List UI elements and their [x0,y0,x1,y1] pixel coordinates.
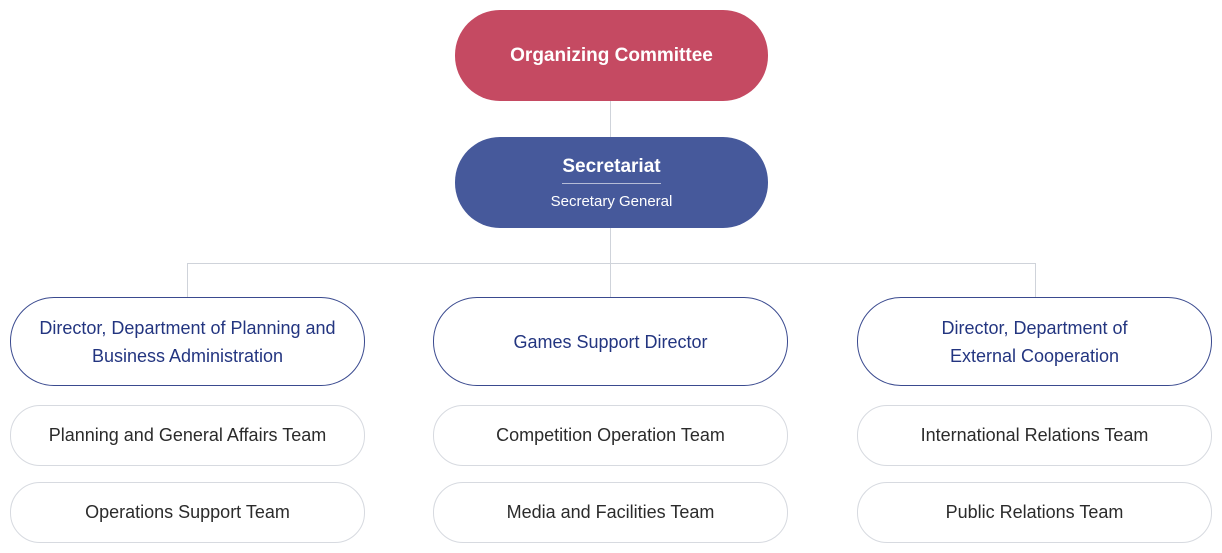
director-games-support-node: Games Support Director [433,297,788,386]
team-label: Operations Support Team [85,502,290,522]
team-media-facilities: Media and Facilities Team [433,482,788,543]
team-label: Media and Facilities Team [506,502,715,522]
team-competition-operation: Competition Operation Team [433,405,788,466]
team-label: Planning and General Affairs Team [48,425,327,445]
secretariat-subtitle: Secretary General [550,192,673,210]
team-label: International Relations Team [920,425,1149,445]
team-label: Public Relations Team [945,502,1124,522]
secretariat-title: Secretariat [562,156,661,184]
director-planning-node: Director, Department of Planning and Bus… [10,297,365,386]
connector-committee-secretariat [610,101,611,137]
director-planning-label: Director, Department of Planning and Bus… [39,317,336,366]
team-public-relations: Public Relations Team [857,482,1212,543]
team-international-relations: International Relations Team [857,405,1212,466]
connector-secretariat-down [610,228,611,297]
team-operations-support: Operations Support Team [10,482,365,543]
organizing-committee-node: Organizing Committee [455,10,768,101]
secretariat-node: Secretariat Secretary General [455,137,768,228]
director-external-cooperation-node: Director, Department of External Coopera… [857,297,1212,386]
connector-left-drop [187,263,188,297]
connector-horizontal-bar [187,263,1036,264]
director-games-support-label: Games Support Director [513,331,708,352]
team-label: Competition Operation Team [496,425,725,445]
team-planning-general-affairs: Planning and General Affairs Team [10,405,365,466]
connector-right-drop [1035,263,1036,297]
director-external-cooperation-label: Director, Department of External Coopera… [941,317,1128,366]
organizing-committee-label: Organizing Committee [510,44,713,66]
